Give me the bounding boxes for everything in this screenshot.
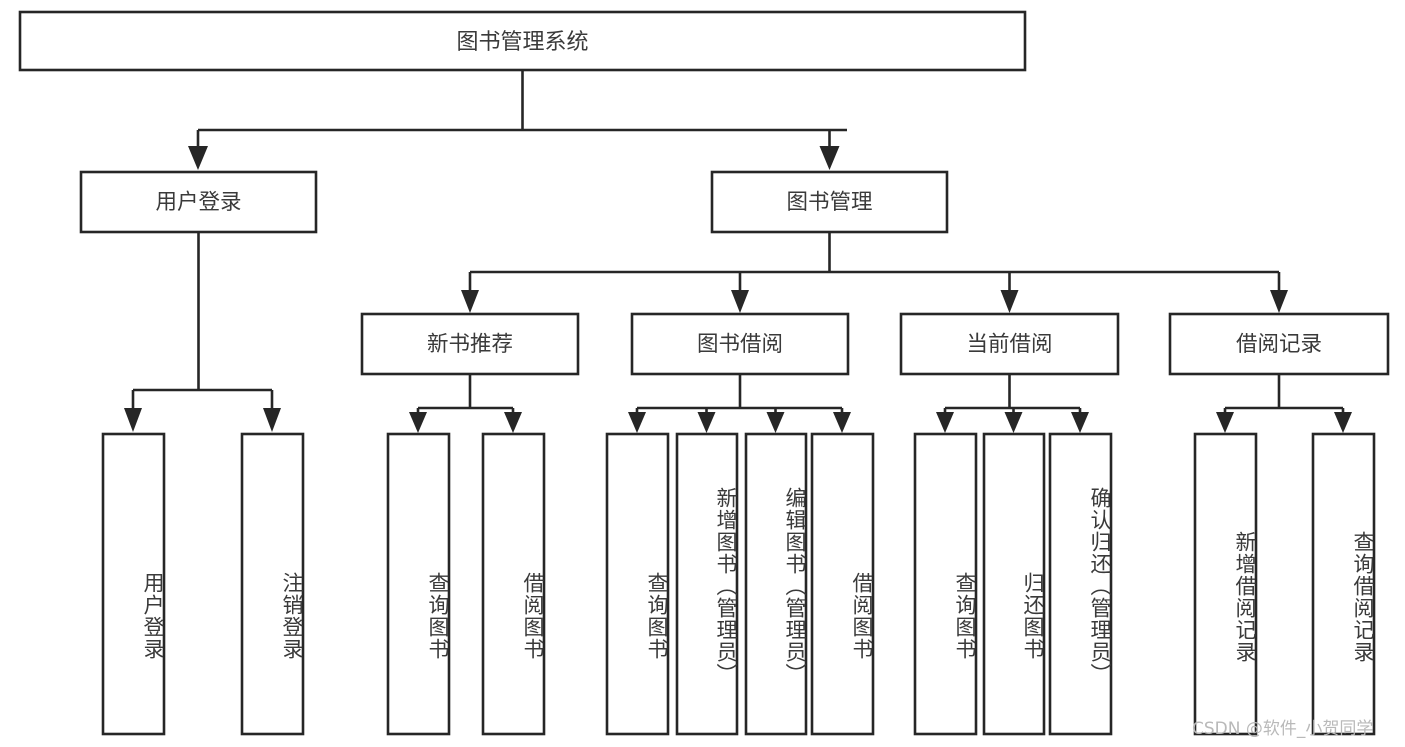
arrowhead-leaf-edit-book <box>766 412 785 433</box>
node-current-borrow[interactable]: 当前借阅 <box>899 312 1120 376</box>
arrowhead-book-manage <box>819 146 840 170</box>
node-book-borrow-label: 图书借阅 <box>697 332 783 357</box>
arrowhead-leaf-borrow-book-2 <box>833 412 851 433</box>
arrowhead-leaf-user-logout <box>263 408 281 432</box>
node-root[interactable]: 图书管理系统 <box>18 10 1027 72</box>
arrowhead-borrow-record <box>1270 290 1288 313</box>
node-current-borrow-box[interactable] <box>899 312 1120 376</box>
leaf-box-return-book[interactable] <box>982 432 1046 736</box>
leaf-box-query-book-2[interactable] <box>605 432 670 736</box>
arrowhead-leaf-query-book-2 <box>628 412 646 433</box>
leaf-box-query-book-1[interactable] <box>386 432 451 736</box>
node-user-login[interactable]: 用户登录 <box>79 170 318 234</box>
leaf-box-borrow-book-2[interactable] <box>810 432 875 736</box>
node-borrow-record-label: 借阅记录 <box>1236 332 1322 357</box>
arrowhead-current-borrow <box>1000 290 1019 313</box>
node-book-manage[interactable]: 图书管理 <box>710 170 949 234</box>
arrowhead-leaf-user-login <box>124 408 142 432</box>
leaf-box-confirm-return[interactable] <box>1048 432 1113 736</box>
node-new-book-recommend[interactable]: 新书推荐 <box>360 312 580 376</box>
node-book-borrow-box[interactable] <box>630 312 850 376</box>
node-book-manage-label: 图书管理 <box>786 190 872 215</box>
leaf-box-edit-book[interactable] <box>744 432 808 736</box>
node-root-label: 图书管理系统 <box>456 30 588 55</box>
node-new-book-recommend-label: 新书推荐 <box>427 332 513 357</box>
arrowhead-leaf-add-record <box>1216 412 1234 433</box>
node-user-login-box[interactable] <box>79 170 318 234</box>
leaf-box-add-record[interactable] <box>1193 432 1258 736</box>
node-new-book-recommend-box[interactable] <box>360 312 580 376</box>
node-borrow-record-box[interactable] <box>1168 312 1390 376</box>
leaf-box-user-login[interactable] <box>101 432 166 736</box>
arrowhead-leaf-confirm-return <box>1071 412 1089 433</box>
node-book-borrow[interactable]: 图书借阅 <box>630 312 850 376</box>
node-book-manage-box[interactable] <box>710 170 949 234</box>
arrowhead-leaf-query-record <box>1334 412 1352 433</box>
arrowhead-book-borrow <box>731 290 749 313</box>
leaf-box-borrow-book-1[interactable] <box>481 432 546 736</box>
leaf-box-query-book-3[interactable] <box>913 432 978 736</box>
node-current-borrow-label: 当前借阅 <box>966 332 1052 357</box>
arrowhead-leaf-return-book <box>1004 412 1023 433</box>
node-root-box[interactable] <box>18 10 1027 72</box>
arrowhead-leaf-query-book-3 <box>936 412 954 433</box>
arrowhead-leaf-query-book-1 <box>409 412 427 433</box>
node-user-login-label: 用户登录 <box>155 190 241 215</box>
arrowhead-new-book-recommend <box>461 290 479 313</box>
arrowhead-leaf-add-book <box>697 412 716 433</box>
leaf-box-query-record[interactable] <box>1311 432 1376 736</box>
arrowhead-leaf-borrow-book-1 <box>504 412 522 433</box>
node-borrow-record[interactable]: 借阅记录 <box>1168 312 1390 376</box>
arrowhead-user-login <box>188 146 208 170</box>
leaf-box-user-logout[interactable] <box>240 432 305 736</box>
leaf-box-add-book[interactable] <box>675 432 739 736</box>
csdn-watermark: CSDN @软件_小贺同学 <box>1192 719 1374 739</box>
connector-layer <box>124 70 1352 433</box>
